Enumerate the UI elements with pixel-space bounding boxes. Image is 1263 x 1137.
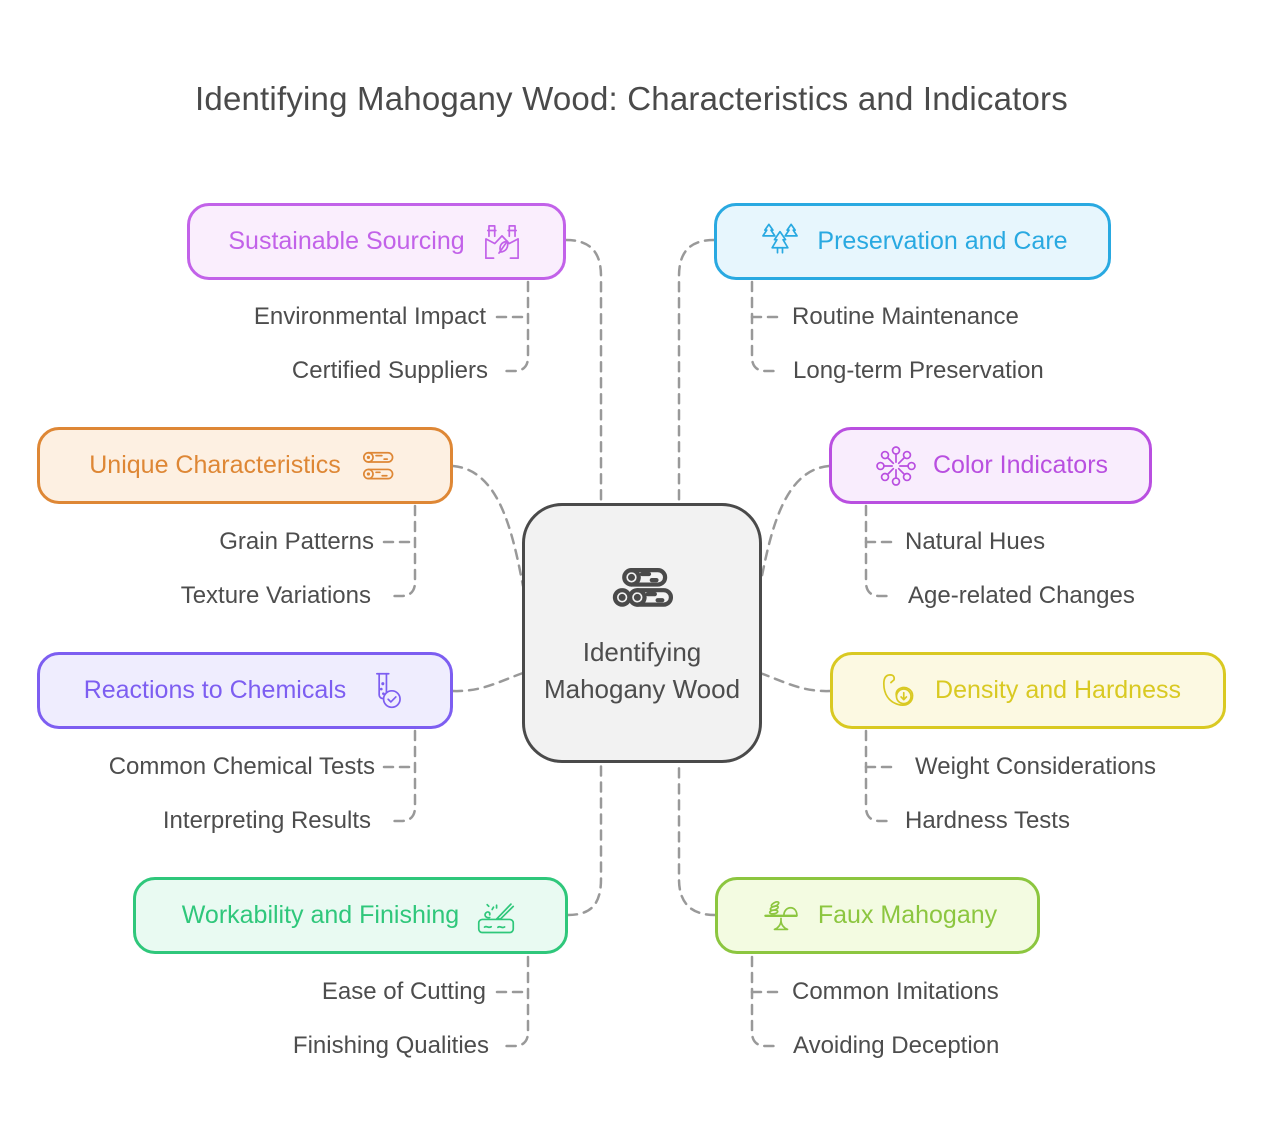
muscle-arm-icon	[875, 668, 921, 714]
color-burst-icon	[873, 443, 919, 489]
node-label: Unique Characteristics	[89, 451, 341, 479]
subnode-long-term-preservation[interactable]: Long-term Preservation	[793, 357, 1044, 384]
pedestal-table-icon	[758, 893, 804, 939]
stacked-logs-icon	[355, 443, 401, 489]
subnode-interpreting-results[interactable]: Interpreting Results	[162, 807, 371, 834]
node-label: Workability and Finishing	[181, 901, 460, 929]
node-preservation-and-care[interactable]: Preservation and Care	[714, 203, 1111, 280]
subnode-certified-suppliers[interactable]: Certified Suppliers	[291, 357, 488, 384]
node-label: Reactions to Chemicals	[83, 676, 347, 704]
eco-factory-icon	[479, 219, 525, 265]
page-title: Identifying Mahogany Wood: Characteristi…	[195, 80, 1068, 117]
node-density-and-hardness[interactable]: Density and Hardness	[830, 652, 1226, 729]
node-unique-characteristics[interactable]: Unique Characteristics	[37, 427, 453, 504]
subnode-grain-patterns[interactable]: Grain Patterns	[219, 528, 374, 555]
node-label: Density and Hardness	[935, 676, 1181, 704]
node-reactions-to-chemicals[interactable]: Reactions to Chemicals	[37, 652, 453, 729]
node-sustainable-sourcing[interactable]: Sustainable Sourcing	[187, 203, 566, 280]
subnode-common-imitations[interactable]: Common Imitations	[792, 978, 999, 1005]
subnode-hardness-tests[interactable]: Hardness Tests	[905, 807, 1070, 834]
node-workability-and-finishing[interactable]: Workability and Finishing	[133, 877, 568, 954]
pine-trees-icon	[757, 219, 803, 265]
node-color-indicators[interactable]: Color Indicators	[829, 427, 1152, 504]
node-label: Faux Mahogany	[817, 901, 998, 929]
subnode-routine-maintenance[interactable]: Routine Maintenance	[792, 303, 1019, 330]
node-faux-mahogany[interactable]: Faux Mahogany	[715, 877, 1040, 954]
subnode-ease-of-cutting[interactable]: Ease of Cutting	[321, 978, 486, 1005]
subnode-age-related-changes[interactable]: Age-related Changes	[908, 582, 1135, 609]
wood-carving-icon	[473, 893, 519, 939]
node-center[interactable]: Identifying Mahogany Wood	[522, 503, 762, 763]
center-node-label: Identifying Mahogany Wood	[543, 637, 741, 704]
subnode-weight-considerations[interactable]: Weight Considerations	[915, 753, 1157, 780]
node-label: Sustainable Sourcing	[228, 227, 465, 255]
node-label: Preservation and Care	[817, 227, 1068, 255]
subnode-finishing-qualities[interactable]: Finishing Qualities	[292, 1032, 489, 1059]
subnode-natural-hues[interactable]: Natural Hues	[905, 528, 1046, 555]
wood-logs-icon	[612, 567, 673, 607]
subnode-texture-variations[interactable]: Texture Variations	[180, 582, 371, 609]
node-label: Color Indicators	[932, 451, 1109, 479]
subnode-common-chemical-tests[interactable]: Common Chemical Tests	[108, 753, 375, 780]
subnode-environmental-impact[interactable]: Environmental Impact	[253, 303, 486, 330]
test-tube-check-icon	[360, 668, 406, 714]
subnode-avoiding-deception[interactable]: Avoiding Deception	[793, 1032, 1000, 1059]
